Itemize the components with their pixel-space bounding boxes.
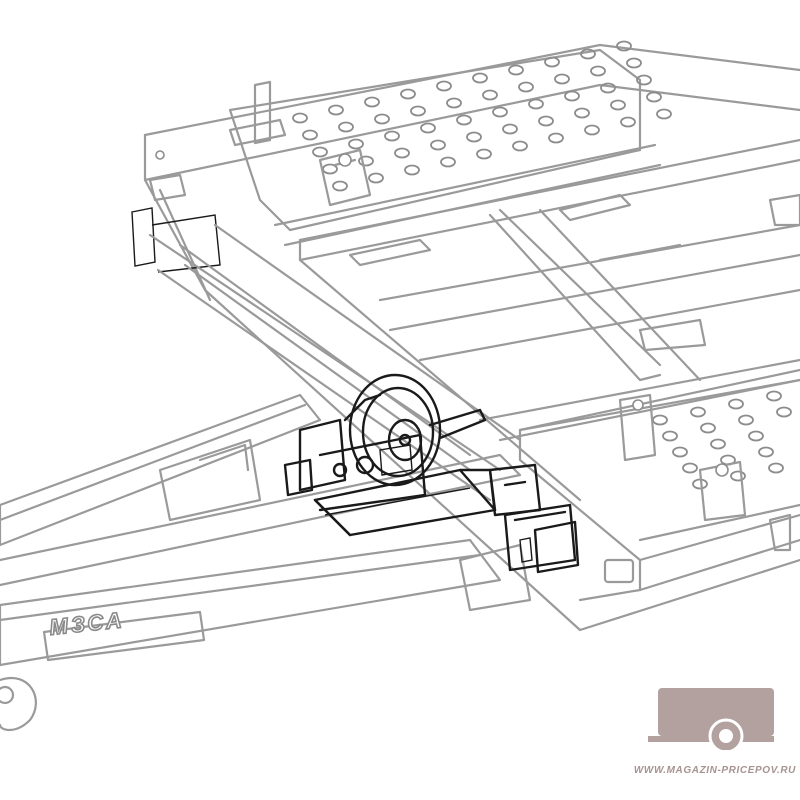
deck-slot bbox=[492, 106, 508, 118]
deck-slot bbox=[436, 80, 452, 92]
deck-slot bbox=[544, 56, 560, 68]
deck-slot bbox=[518, 81, 534, 93]
deck-slot bbox=[328, 104, 344, 116]
deck-slot bbox=[690, 406, 706, 418]
deck-slot bbox=[776, 406, 792, 418]
deck-slot bbox=[364, 96, 380, 108]
deck-slot bbox=[502, 123, 518, 135]
deck-slot bbox=[508, 64, 524, 76]
deck-slot bbox=[476, 148, 492, 160]
deck-slot bbox=[446, 97, 462, 109]
platform-deck-front bbox=[228, 48, 662, 247]
deck-perforations bbox=[292, 40, 792, 490]
deck-slot bbox=[682, 462, 698, 474]
deck-slot bbox=[656, 108, 672, 120]
deck-slot bbox=[394, 147, 410, 159]
deck-slot bbox=[616, 40, 632, 52]
deck-slot bbox=[738, 414, 754, 426]
drawbar bbox=[131, 207, 522, 502]
deck-slot bbox=[368, 172, 384, 184]
deck-slot bbox=[332, 180, 348, 192]
deck-slot bbox=[430, 139, 446, 151]
deck-slot bbox=[636, 74, 652, 86]
deck-slot bbox=[590, 65, 606, 77]
deck-slot bbox=[400, 88, 416, 100]
a-frame-drawbar bbox=[0, 393, 532, 732]
deck-slot bbox=[420, 122, 436, 134]
deck-slot bbox=[358, 155, 374, 167]
deck-slot bbox=[374, 113, 390, 125]
deck-slot bbox=[758, 446, 774, 458]
trailer-frame bbox=[143, 43, 800, 632]
deck-slot bbox=[626, 57, 642, 69]
deck-slot bbox=[410, 105, 426, 117]
deck-slot bbox=[348, 138, 364, 150]
deck-slot bbox=[384, 130, 400, 142]
deck-slot bbox=[646, 91, 662, 103]
deck-slot bbox=[456, 114, 472, 126]
deck-slot bbox=[548, 132, 564, 144]
deck-slot bbox=[338, 121, 354, 133]
deck-slot bbox=[564, 90, 580, 102]
deck-slot bbox=[748, 430, 764, 442]
deck-slot bbox=[580, 48, 596, 60]
trailer-icon bbox=[648, 688, 774, 750]
deck-slot bbox=[302, 129, 318, 141]
deck-slot bbox=[312, 146, 328, 158]
deck-slot bbox=[700, 422, 716, 434]
deck-slot bbox=[610, 99, 626, 111]
deck-slot bbox=[600, 82, 616, 94]
deck-slot bbox=[730, 470, 746, 482]
platform-deck-rear bbox=[518, 378, 800, 542]
deck-slot bbox=[662, 430, 678, 442]
deck-slot bbox=[528, 98, 544, 110]
site-url: WWW.MAGAZIN-PRICEPOV.RU bbox=[633, 765, 796, 776]
deck-slot bbox=[766, 390, 782, 402]
brand-plate bbox=[42, 610, 206, 662]
deck-slot bbox=[652, 414, 668, 426]
deck-slot bbox=[728, 398, 744, 410]
deck-slot bbox=[404, 164, 420, 176]
deck-slot bbox=[672, 446, 688, 458]
deck-slot bbox=[584, 124, 600, 136]
deck-slot bbox=[554, 73, 570, 85]
deck-slot bbox=[512, 140, 528, 152]
deck-slot bbox=[466, 131, 482, 143]
deck-slot bbox=[440, 156, 456, 168]
deck-slot bbox=[538, 115, 554, 127]
deck-slot bbox=[482, 89, 498, 101]
hitch-coupler bbox=[488, 463, 580, 574]
stake-posts bbox=[228, 80, 747, 522]
deck-slot bbox=[574, 107, 590, 119]
deck-slot bbox=[472, 72, 488, 84]
deck-slot bbox=[768, 462, 784, 474]
deck-slot bbox=[620, 116, 636, 128]
deck-slot bbox=[292, 112, 308, 124]
deck-slot bbox=[710, 438, 726, 450]
